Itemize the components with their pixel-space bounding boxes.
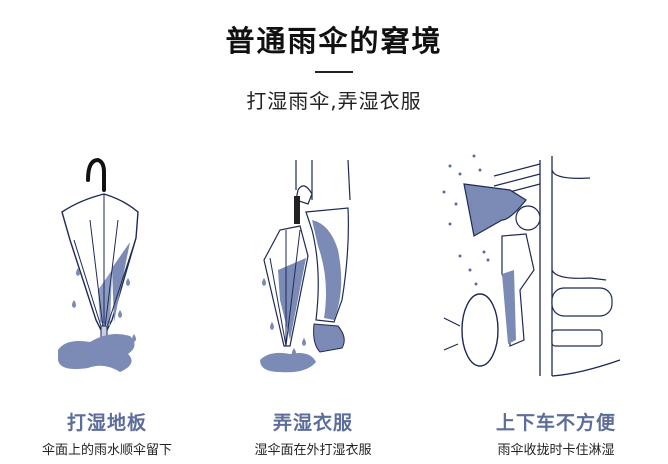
page-subtitle: 打湿雨伞,弄湿衣服 (246, 89, 422, 113)
panel-desc: 雨伞收拢时卡住淋湿 (497, 443, 615, 458)
title-divider (315, 71, 353, 73)
page-title: 普通雨伞的窘境 (225, 24, 443, 58)
wet-clothes-illustration (260, 159, 351, 373)
panel-caption-bus: 上下车不方便 雨伞收拢时卡住淋湿 (446, 408, 666, 458)
panel-title: 上下车不方便 (495, 412, 616, 434)
panel-desc: 伞面上的雨水顺伞留下 (41, 443, 172, 458)
bus-door-illustration (442, 154, 621, 377)
panel-title: 弄湿衣服 (272, 412, 353, 434)
panel-title: 打湿地板 (66, 412, 147, 434)
wet-umbrella-floor-illustration (58, 157, 139, 372)
panel-caption-floor: 打湿地板 伞面上的雨水顺伞留下 (0, 408, 217, 458)
panel-caption-clothes: 弄湿衣服 湿伞面在外打湿衣服 (203, 408, 423, 458)
panel-desc: 湿伞面在外打湿衣服 (254, 443, 372, 458)
